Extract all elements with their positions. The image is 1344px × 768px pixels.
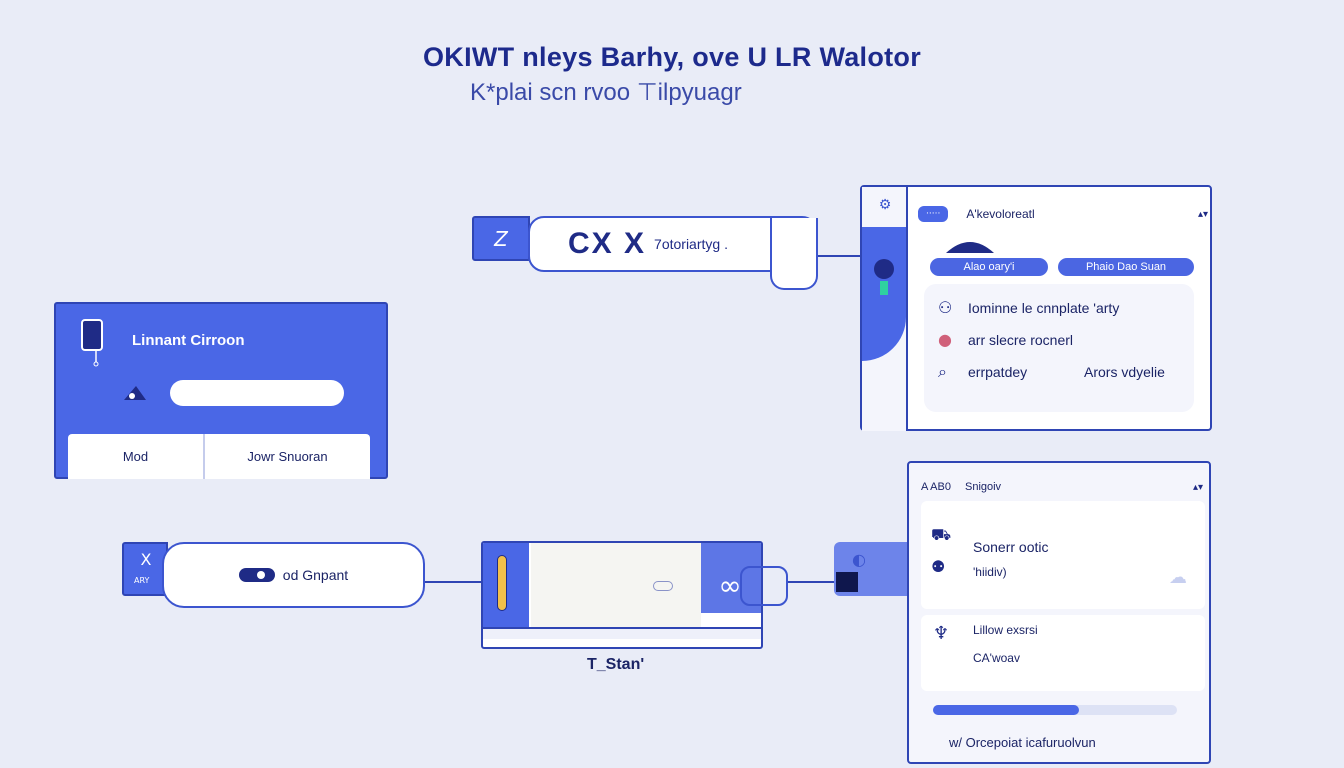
list-item[interactable]: ⌕ errpatdey [938,362,1027,382]
bottom-pill-text: od Gnpant [282,567,349,583]
top-panel-header-text: A'kevoloreatl [966,207,1035,221]
car-icon: ⛟ [931,525,952,544]
cloud-icon: ☁ [1169,567,1187,588]
middle-block-right [701,543,761,613]
top-node-badge: Z [472,216,530,261]
bottom-panel-section[interactable]: ♆ Lillow exsrsi CA'woav [921,615,1205,691]
highlight-bar [497,555,507,611]
top-panel: ⚙ ····· A'kevoloreatl ▴▾ Alao oary'i Pha… [860,185,1212,431]
bottom-panel-header: A AB0 Snigoiv ▴▾ [921,477,1203,497]
left-card-tabs: Mod Jowr Snuoran [68,434,370,479]
tab-mod-label: Mod [122,449,149,464]
list-item-text: arr slecre rocnerl [968,331,1074,348]
square-icon [836,572,858,592]
close-icon: X [140,549,152,569]
bottom-pill-badge: X ARY [122,542,168,596]
top-panel-list: ⚇ Iominne le cnnplate 'arty ● arr slecre… [924,284,1194,412]
middle-block-footer [483,627,761,639]
progress-track [933,705,1177,715]
phaio-button[interactable]: Phaio Dao Suan [1058,258,1194,276]
middle-block-body [531,543,701,627]
person-icon: ⚉ [931,557,946,576]
bottom-panel-tag: A AB0 [921,481,951,493]
section1-line1: Sonerr ootic [973,539,1049,555]
top-panel-tag: ····· [918,206,949,222]
drop-icon: ◐ [852,550,866,569]
page-subtitle: K*plai scn rvoo ⊤ilpyuagr [470,79,742,106]
record-icon: ● [938,330,952,349]
section2-line1: Lillow exsrsi [973,623,1038,637]
top-node-label-small: 7otoriartyg . [654,236,728,252]
top-panel-side-note: Arors vdyelie [1084,364,1165,380]
settings-icon[interactable]: ⚙ [878,197,892,213]
bottom-connector-block: ◐ [834,542,908,596]
tab-mod[interactable]: Mod [68,434,205,479]
left-card-input[interactable] [170,380,344,406]
list-item[interactable]: ⚇ Iominne le cnnplate 'arty [938,298,1119,317]
bottom-pill[interactable]: od Gnpant [162,542,425,608]
middle-block: ∞ [481,541,763,649]
list-item[interactable]: ● arr slecre rocnerl [938,330,1073,349]
top-panel-header: ····· A'kevoloreatl ▴▾ [918,201,1208,227]
middle-block-caption: T_Stan' [587,656,645,673]
slot-indicator [653,581,673,591]
bottom-panel-section[interactable]: ⛟ ⚉ Sonerr ootic 'hiidiv) ☁ [921,501,1205,609]
tab-jowr[interactable]: Jowr Snuoran [205,434,370,479]
section2-line2: CA'woav [973,651,1020,665]
left-card: Linnant Cirroon Mod Jowr Snuoran [54,302,388,479]
progress-fill [933,705,1080,715]
phone-receiver-icon [944,237,996,255]
top-panel-carets[interactable]: ▴▾ [1197,208,1208,220]
alao-button[interactable]: Alao oary'i [930,258,1048,276]
list-item-text: Iominne le cnnplate 'arty [968,299,1120,316]
toggle-icon [238,568,275,582]
tree-icon: ♆ [933,623,950,644]
infinity-icon: ∞ [718,568,742,602]
page-title: OKIWT nleys Barhy, ove U LR Walotor [422,42,922,72]
middle-block-tab [740,566,788,606]
list-item-text: errpatdey [968,364,1028,380]
left-card-title: Linnant Cirroon [132,332,245,349]
phone-icon [80,318,106,368]
bottom-panel: A AB0 Snigoiv ▴▾ ⛟ ⚉ Sonerr ootic 'hiidi… [907,461,1211,764]
user-icon: ⚇ [938,298,953,317]
search-icon: ⌕ [938,362,947,381]
bottom-panel-header-text: Snigoiv [964,481,1002,493]
top-node-label-big: CX X [568,227,647,260]
bottom-panel-carets[interactable]: ▴▾ [1192,481,1203,493]
top-node-badge-text: Z [494,226,508,251]
top-panel-sidebar: ⚙ [862,187,908,431]
lamp-icon [120,382,150,404]
section1-line2: 'hiidiv) [973,565,1007,579]
bottom-pill-badge-sub: ARY [134,576,150,585]
lightbulb-icon [866,251,902,311]
top-node-tab [770,218,818,290]
tab-jowr-label: Jowr Snuoran [247,449,328,464]
bottom-panel-footer: w/ Orcepoiat icafuruolvun [949,735,1096,750]
